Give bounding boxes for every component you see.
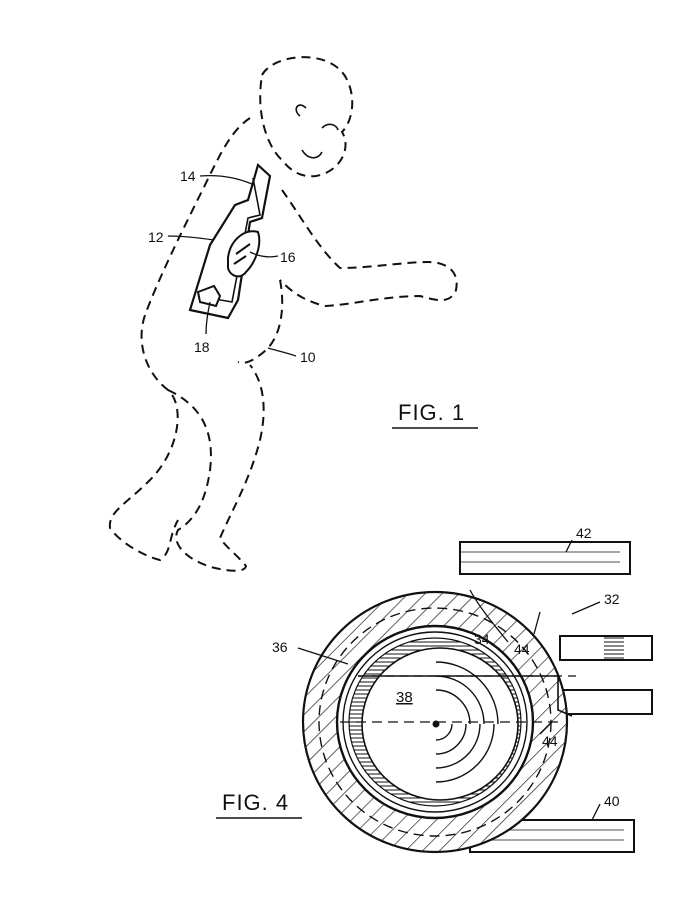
- fig1-module-16: [227, 230, 261, 278]
- fig4-leader-44a: [469, 589, 509, 643]
- fig1-eye: [321, 123, 339, 131]
- fig1-leader-14: [199, 174, 253, 185]
- fig1-back-leg: [167, 364, 265, 572]
- fig4-label-44b: 44: [542, 733, 558, 749]
- fig4-figure: 42 32 36 34 44 38 44 40 FIG. 4: [216, 525, 653, 854]
- fig1-base-18: [196, 284, 222, 308]
- fig4-label-32: 32: [604, 591, 620, 607]
- fig1-leader-18: [205, 301, 211, 335]
- fig1-belly: [237, 279, 284, 364]
- fig4-label-40: 40: [604, 793, 620, 809]
- fig4-label-42: 42: [576, 525, 592, 541]
- fig1-device-inner: [197, 177, 261, 303]
- fig1-mouth: [301, 149, 323, 159]
- fig1-label-14: 14: [180, 168, 196, 184]
- fig4-disc-rings: [435, 661, 499, 783]
- fig1-front-arm: [279, 189, 458, 308]
- fig1-figure: 14 12 16 18 10 FIG. 1: [108, 56, 478, 572]
- fig1-label-12: 12: [148, 229, 164, 245]
- fig4-label-38: 38: [396, 689, 413, 706]
- fig4-arrow-32: [533, 611, 541, 635]
- fig1-device-housing: [188, 162, 272, 320]
- fig4-title: FIG. 4: [222, 790, 289, 815]
- fig4-leader-44b: [539, 721, 553, 735]
- fig4-upper-tube-42: [459, 541, 631, 575]
- fig1-leader-16: [249, 251, 279, 258]
- fig4-label-44a: 44: [514, 641, 530, 657]
- fig4-right-ports: [559, 635, 653, 715]
- fig1-label-10: 10: [300, 349, 316, 365]
- fig4-leader-32: [571, 601, 601, 615]
- fig1-label-18: 18: [194, 339, 210, 355]
- fig4-leader-36: [297, 647, 349, 665]
- fig1-leader-12: [167, 235, 215, 241]
- fig4-label-36: 36: [272, 639, 288, 655]
- fig4-leader-42: [565, 539, 573, 553]
- fig1-leader-10: [267, 347, 297, 357]
- fig1-body-outline: [259, 56, 354, 178]
- fig1-label-16: 16: [280, 249, 296, 265]
- fig1-torso-outline: [108, 117, 251, 562]
- fig4-label-34: 34: [474, 631, 490, 647]
- fig1-ear: [295, 104, 307, 117]
- fig4-leader-40: [591, 803, 601, 821]
- fig1-title: FIG. 1: [398, 400, 465, 425]
